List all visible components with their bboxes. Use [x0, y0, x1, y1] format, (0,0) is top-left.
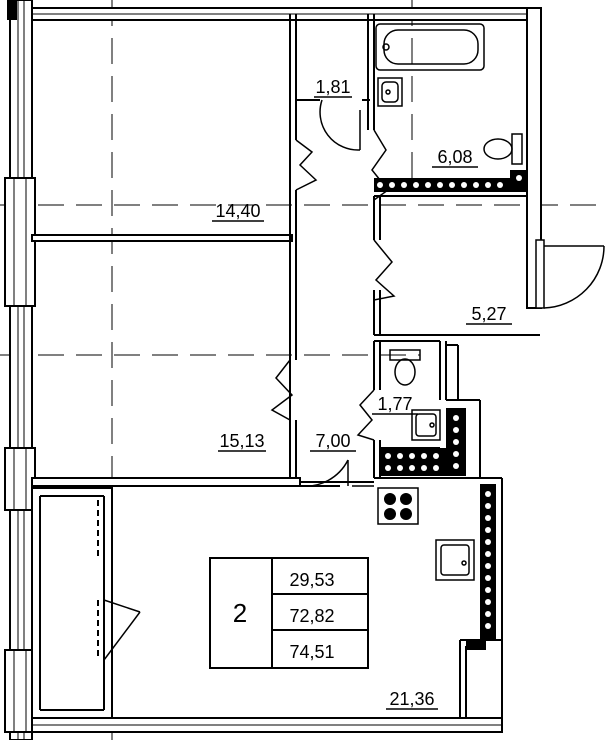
kitchen-sink [435, 539, 475, 581]
room-area-kitchen-living: 21,36 [389, 689, 434, 709]
ventilation-shafts [374, 170, 528, 650]
left-exterior-wall [4, 0, 36, 740]
shaft-holes [377, 175, 522, 629]
bathtub [375, 23, 485, 71]
room-area-hall-small: 1,81 [315, 77, 350, 97]
total-area: 72,82 [289, 606, 334, 626]
wc-sink [411, 409, 441, 441]
top-exterior-wall [31, 7, 533, 21]
doors [270, 99, 396, 488]
bathroom-sink [377, 77, 403, 107]
bottom-wall [31, 717, 503, 733]
rooms-count: 2 [233, 598, 247, 628]
room-area-storage: 5,27 [471, 304, 506, 324]
bathroom-toilet [483, 133, 523, 165]
balcony [31, 487, 141, 719]
kitchen-stove [377, 487, 419, 525]
right-exterior-wall [526, 7, 605, 309]
window-balcony [4, 649, 36, 733]
interior-walls [31, 14, 540, 718]
room-area-corridor: 7,00 [315, 431, 350, 451]
room-area-bedroom-mid: 15,13 [219, 431, 264, 451]
apartment-summary [209, 557, 369, 669]
room-area-bedroom-top: 14,40 [215, 201, 260, 221]
living-area: 29,53 [289, 570, 334, 590]
total-area-with-balcony: 74,51 [289, 642, 334, 662]
room-area-wc: 1,77 [377, 394, 412, 414]
room-area-bathroom: 6,08 [437, 147, 472, 167]
window-bedroom-mid [4, 447, 36, 511]
wc-toilet [389, 349, 421, 386]
window-bedroom-top [4, 177, 36, 307]
